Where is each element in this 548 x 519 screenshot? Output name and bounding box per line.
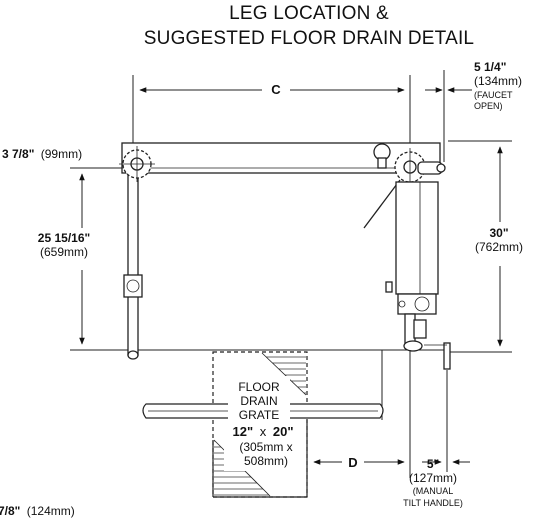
drain-size-b: 20" — [273, 424, 294, 439]
faucet-note-1: (FAUCET — [474, 90, 513, 100]
bottom-offset-imperial: 7/8" — [0, 504, 20, 518]
faucet-note-2: OPEN) — [474, 101, 503, 111]
drain-metric-2: 508mm) — [244, 454, 288, 468]
leg-depth-metric: (659mm) — [40, 245, 88, 259]
left-offset-metric: (99mm) — [41, 147, 82, 161]
dimension-c: C — [132, 75, 411, 150]
svg-text:7/8" (124mm): 7/8" (124mm) — [0, 504, 75, 518]
svg-text:12" x 20": 12" x 20" — [233, 424, 294, 439]
handle-note-2: TILT HANDLE) — [403, 498, 463, 508]
leg-depth-imperial: 25 15/16" — [38, 231, 90, 245]
dimension-faucet: 5 1/4" (134mm) (FAUCET OPEN) — [425, 60, 522, 162]
dimension-leg-depth: 25 15/16" (659mm) — [38, 167, 135, 351]
floor-drain-grate: FLOOR DRAIN GRATE 12" x 20" (305mm x 508… — [142, 351, 384, 498]
drain-line-3: GRATE — [239, 408, 279, 422]
dimension-overall-depth: 30" (762mm) — [448, 140, 523, 353]
overall-depth-metric: (762mm) — [475, 240, 523, 254]
faucet-imperial: 5 1/4" — [474, 60, 506, 74]
drain-size-a: 12" — [233, 424, 254, 439]
dimension-d-label: D — [348, 455, 357, 470]
handle-note-1: (MANUAL — [413, 486, 454, 496]
handle-imperial: 5" — [427, 457, 439, 471]
handle-metric: (127mm) — [409, 471, 457, 485]
dimension-handle: 5" (127mm) (MANUAL TILT HANDLE) — [403, 457, 470, 508]
faucet-metric: (134mm) — [474, 74, 522, 88]
dimension-d: D — [313, 455, 405, 470]
drain-metric-1: (305mm x — [239, 440, 292, 454]
overall-depth-imperial: 30" — [489, 226, 508, 240]
dimension-bottom-offset: 7/8" (124mm) — [0, 504, 75, 518]
dimension-c-label: C — [271, 82, 281, 97]
svg-text:3 7/8" (99mm): 3 7/8" (99mm) — [2, 147, 82, 161]
drain-line-2: DRAIN — [240, 394, 277, 408]
drain-line-1: FLOOR — [238, 380, 280, 394]
diagram-title-line-2: SUGGESTED FLOOR DRAIN DETAIL — [143, 28, 475, 49]
bottom-offset-metric: (124mm) — [27, 504, 75, 518]
drain-size-x: x — [260, 424, 267, 439]
diagram-title-line-1: LEG LOCATION & — [229, 3, 389, 24]
left-offset-imperial: 3 7/8" — [2, 147, 34, 161]
kettle-frame — [100, 142, 451, 370]
dimension-left-offset: 3 7/8" (99mm) — [2, 147, 82, 161]
